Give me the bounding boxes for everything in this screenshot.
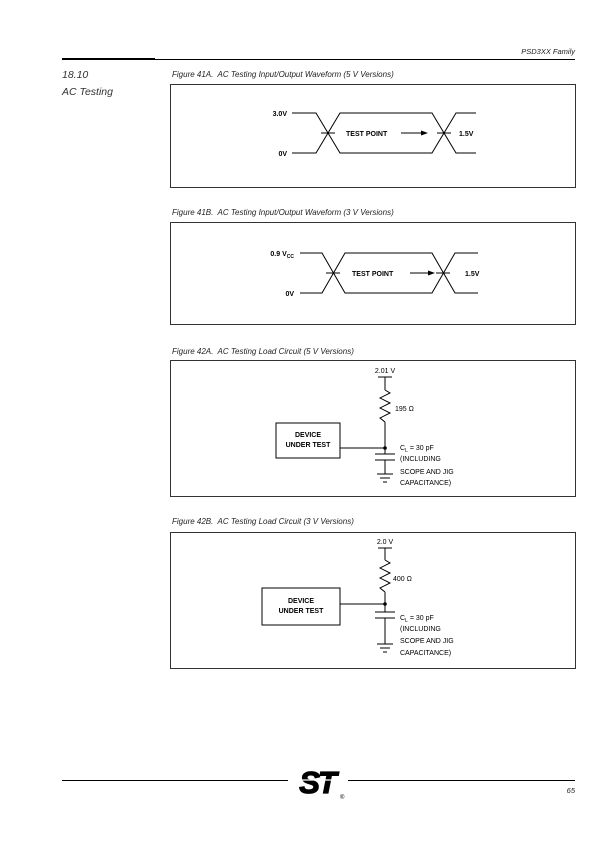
page-number: 65 (566, 786, 575, 795)
capacitance-note-line-1: (INCLUDING (400, 456, 441, 463)
capacitor-subscript: L (405, 448, 408, 454)
test-point-label: TEST POINT (352, 271, 394, 278)
capacitor-symbol: C (400, 615, 405, 622)
device-label-line-2: UNDER TEST (279, 608, 324, 615)
footer-rule-left (62, 780, 288, 781)
waveform-trace-b (292, 112, 476, 154)
section-title: AC Testing (62, 86, 113, 98)
figure-41a-waveform: 3.0V 0V TEST POINT 1.5V (170, 84, 576, 188)
capacitance-note-line-1: (INCLUDING (400, 626, 441, 633)
st-logo: ST ® (296, 764, 345, 801)
resistor-value-label: 195 Ω (395, 406, 414, 413)
low-level-label: 0V (278, 151, 287, 158)
arrow-head-icon (428, 270, 435, 276)
resistor-value-label: 400 Ω (393, 576, 412, 583)
high-level-label: 0.9 VCC (270, 251, 294, 260)
figure-frame (170, 222, 576, 325)
capacitor-symbol: C (400, 445, 405, 452)
device-label-line-2: UNDER TEST (286, 442, 331, 449)
section-number: 18.10 (62, 69, 89, 81)
capacitor-subscript: L (405, 618, 408, 624)
capacitance-note-line-2: SCOPE AND JIG (400, 638, 454, 645)
high-level-subscript: CC (287, 254, 295, 260)
registered-mark: ® (340, 794, 345, 801)
test-point-label: TEST POINT (346, 131, 388, 138)
figure-frame (170, 532, 576, 669)
mid-level-label: 1.5V (465, 271, 480, 278)
device-under-test-box (275, 422, 341, 459)
figure-41b-waveform: 0.9 VCC 0V TEST POINT 1.5V (170, 222, 576, 325)
high-level-label: 3.0V (273, 111, 288, 118)
capacitance-note-line-2: SCOPE AND JIG (400, 469, 454, 476)
figure-frame (170, 360, 576, 497)
device-label-line-1: DEVICE (295, 432, 321, 439)
capacitance-value: = 30 pF (410, 445, 434, 452)
footer-rule-right (348, 780, 575, 781)
resistor-symbol (378, 559, 392, 593)
st-logo-mark: ST (299, 765, 340, 800)
running-header: PSD3XX Family (521, 47, 575, 56)
capacitance-value: = 30 pF (410, 615, 434, 622)
figure-42b-load-circuit: 2.0 V 400 Ω DEVICE UNDER TEST CL= 30 pF … (170, 532, 576, 669)
figure-42b-caption: Figure 42B. AC Testing Load Circuit (3 V… (172, 517, 354, 526)
figure-42a-load-circuit: 2.01 V 195 Ω DEVICE UNDER TEST CL= 30 pF… (170, 360, 576, 497)
high-level-value: 0.9 V (270, 251, 287, 258)
capacitance-note-line-3: CAPACITANCE) (400, 480, 451, 487)
mid-level-label: 1.5V (459, 131, 474, 138)
figure-41a-caption: Figure 41A. AC Testing Input/Output Wave… (172, 70, 394, 79)
figure-42a-caption: Figure 42A. AC Testing Load Circuit (5 V… (172, 347, 354, 356)
capacitance-label: CL= 30 pF (400, 445, 434, 454)
capacitance-note-line-3: CAPACITANCE) (400, 650, 451, 657)
low-level-label: 0V (285, 291, 294, 298)
waveform-trace-a (292, 112, 476, 154)
resistor-symbol (378, 389, 392, 423)
waveform-trace-b (300, 252, 478, 294)
figure-frame (170, 84, 576, 188)
supply-voltage-label: 2.0 V (377, 539, 394, 546)
header-rule (62, 59, 575, 60)
capacitance-label: CL= 30 pF (400, 615, 434, 624)
supply-voltage-label: 2.01 V (375, 368, 396, 375)
figure-41b-caption: Figure 41B. AC Testing Input/Output Wave… (172, 208, 394, 217)
arrow-head-icon (421, 130, 428, 136)
device-under-test-box (261, 587, 341, 626)
device-label-line-1: DEVICE (288, 598, 314, 605)
waveform-trace-a (300, 252, 478, 294)
